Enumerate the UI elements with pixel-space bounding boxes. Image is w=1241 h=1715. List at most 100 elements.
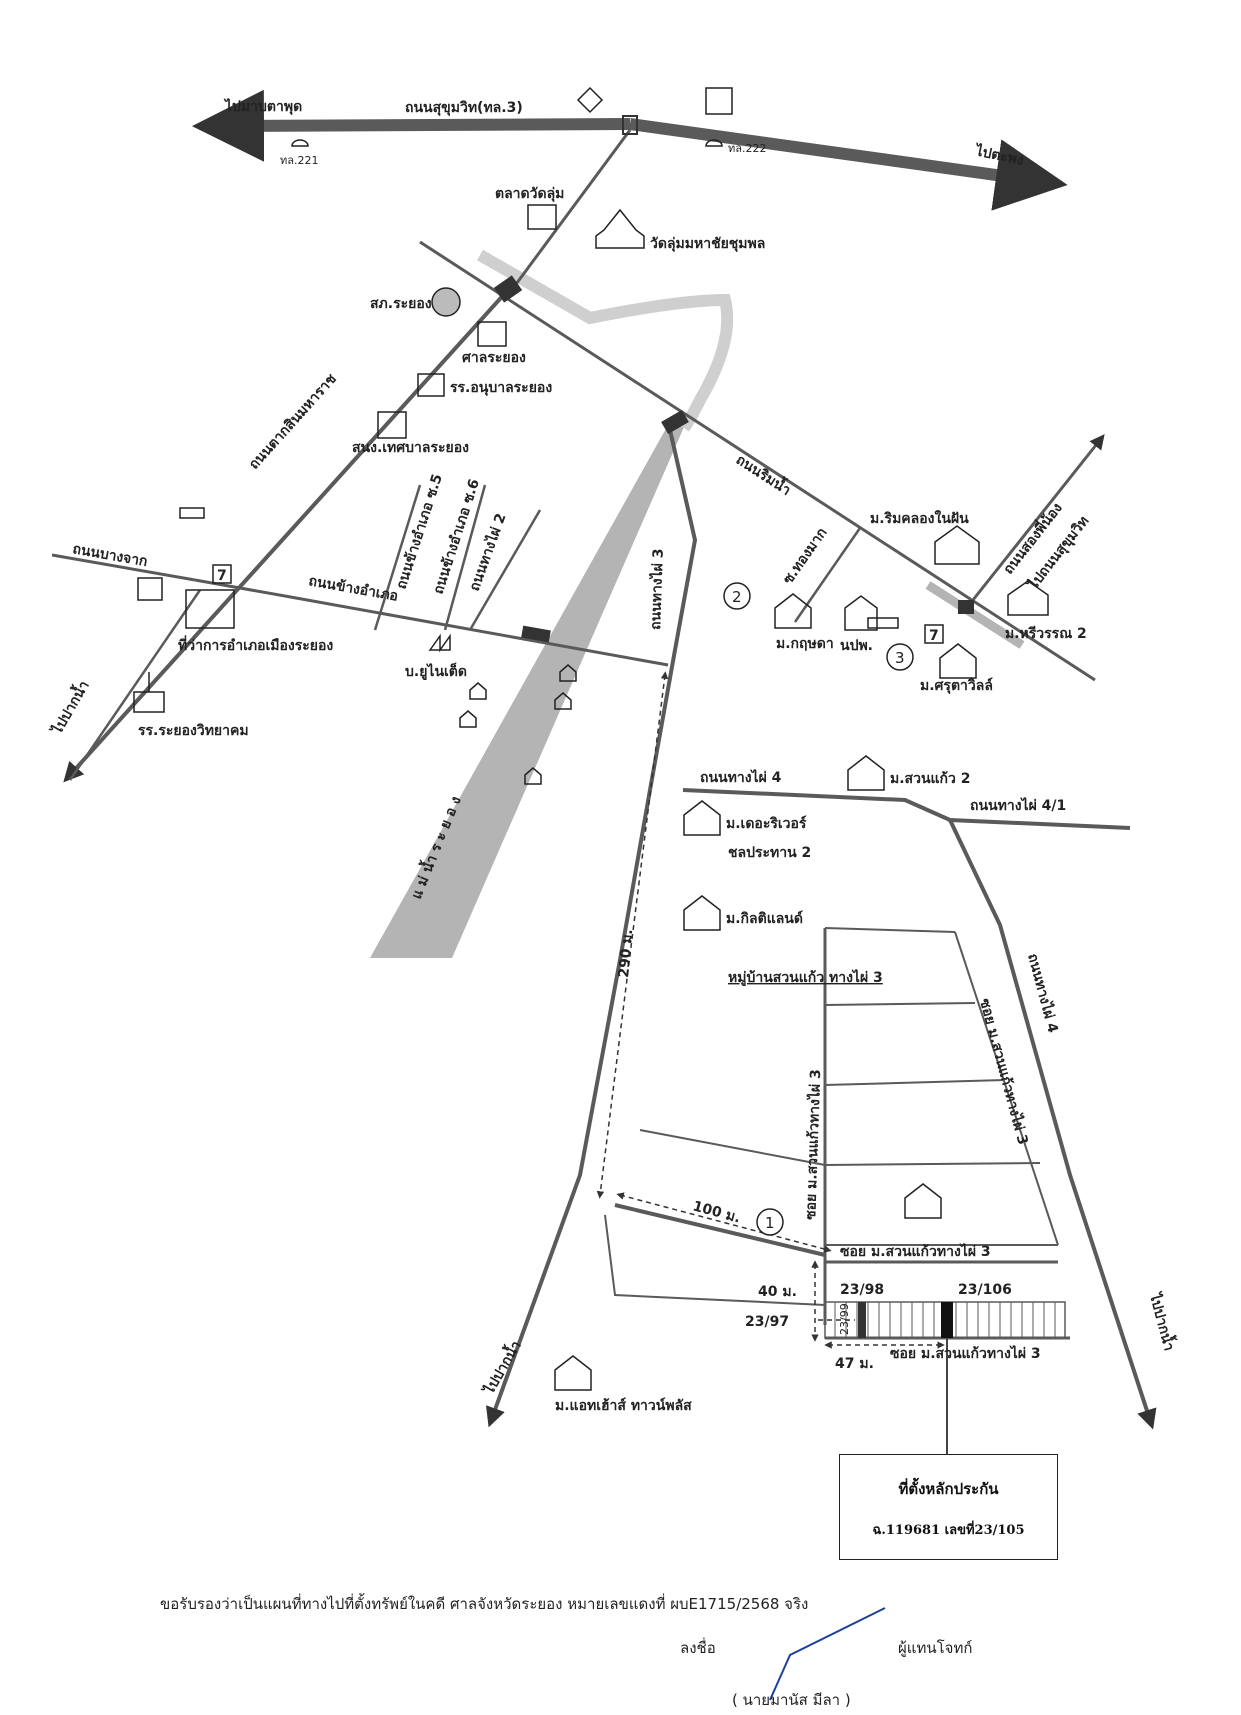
label-thang-phai-2: ถนนทางไผ่ 2 — [465, 511, 510, 594]
label-thong-mak: ซ.ทองมาก — [780, 525, 830, 587]
plot-line-2 — [824, 1079, 1006, 1086]
label-thang-phai-4: ถนนทางไผ่ 4 — [700, 768, 782, 786]
house-icon-small-5 — [524, 767, 542, 785]
sign-label: ลงชื่อ — [680, 1639, 716, 1657]
school-icon — [417, 373, 445, 397]
signature-stroke — [769, 1607, 886, 1701]
seven-eleven-west-icon — [212, 564, 232, 584]
marker-3-label: 3 — [895, 649, 905, 667]
label-rim-khlong: ม.ริมคลองในฝัน — [870, 509, 969, 527]
label-united: บ.ยูไนเต็ด — [405, 662, 467, 680]
label-chonprathan: ชลประทาน 2 — [728, 845, 811, 861]
soi-khang-amphoe-5 — [373, 484, 422, 631]
village-top-edge — [824, 927, 956, 933]
label-npw: นปพ. — [840, 638, 873, 654]
label-taksin: ถนนตากสินมหาราช — [246, 371, 340, 473]
factory-icon-united — [428, 633, 451, 653]
junction-wat-lum — [493, 275, 523, 303]
signer-name: ( นายมานัส มีลา ) — [732, 1691, 851, 1709]
label-plot-23-99: 23/99 — [838, 1303, 851, 1335]
marker-1-label: 1 — [765, 1214, 775, 1232]
khang-amphoe-road — [194, 578, 669, 667]
house-icon-npw — [844, 595, 878, 631]
junction-song-phi-nong — [958, 600, 974, 614]
house-icon-sirutavil — [939, 643, 977, 679]
house-icon-kilti-land — [683, 895, 721, 931]
plot-west-upper — [639, 1129, 826, 1166]
junction-bridge-south — [521, 625, 551, 643]
label-plot-23-97: 23/97 — [745, 1314, 789, 1330]
house-icon-small-3 — [554, 692, 572, 710]
rim-nam-road — [419, 240, 1096, 682]
distance-post-icon-222 — [705, 139, 723, 147]
label-thang-phai-4-1: ถนนทางไผ่ 4/1 — [970, 796, 1066, 814]
plot-line-3 — [824, 1162, 1041, 1166]
road-labels: ถนนสุขุมวิท(ทล.3) ไปมาบตาพุด ไปตะพง ทล.2… — [45, 97, 1180, 1399]
sukhumvit-road-east — [629, 118, 1068, 211]
diamond-landmark-icon — [576, 86, 604, 114]
plot-west-lower — [604, 1214, 826, 1306]
marker-1-circle — [756, 1208, 784, 1236]
sukhumvit-road — [192, 89, 631, 162]
label-rayong-wittayakom: รร.ระยองวิทยาคม — [138, 723, 249, 739]
label-hariwan: ม.หรีวรรณ 2 — [1005, 626, 1087, 642]
district-office-icon — [185, 589, 235, 629]
river-group — [370, 249, 1025, 958]
label-plot-23-106: 23/106 — [958, 1282, 1012, 1298]
junction-sukhumvit — [622, 115, 638, 135]
house-icon-small-4 — [459, 710, 477, 728]
temple-icon — [595, 208, 645, 249]
taksin-road — [63, 288, 510, 783]
house-icon-suan-kaeo-2 — [847, 755, 885, 791]
house-icon-village — [904, 1183, 942, 1219]
river-north-stream — [477, 249, 734, 432]
house-icon-kritsada — [774, 593, 812, 629]
village-east-edge — [954, 931, 1059, 1246]
court-icon — [477, 321, 507, 347]
label-thang-phai-3: ถนนทางไผ่ 3 — [646, 548, 667, 630]
collateral-location-box: ที่ตั้งหลักประกัน ฉ.119681 เลขที่23/105 — [839, 1454, 1058, 1560]
label-soi-suan-kaeo-diag: ซอย ม.สวนแก้วทางไผ่ 3 — [976, 996, 1032, 1146]
thang-phai-4-road — [682, 788, 1131, 830]
label-dist-100: 100 ม. — [691, 1198, 742, 1226]
junctions — [493, 115, 974, 643]
place-labels: ตลาดวัดลุ่ม วัดลุ่มมหาชัยชุมพล สภ.ระยอง … — [138, 186, 1087, 1414]
certification-text: ขอรับรองว่าเป็นแผนที่ทางไปที่ตั้งทรัพย์ใ… — [160, 1595, 809, 1613]
bank-icon-west — [137, 577, 163, 601]
dist-290-line — [596, 671, 669, 1199]
house-icon-small-1 — [559, 664, 577, 682]
plot-line-1 — [824, 1002, 976, 1006]
seven-eleven-west-label: 7 — [217, 568, 227, 584]
plot-23-97-marker — [858, 1302, 866, 1338]
house-icon-at-house — [554, 1355, 592, 1391]
label-rd221: ทล.221 — [280, 154, 318, 167]
label-to-pak-nam-east: ไปปากน้ำ — [1146, 1289, 1181, 1353]
marker-3-circle — [886, 643, 914, 671]
label-talat-wat-lum: ตลาดวัดลุ่ม — [495, 186, 564, 202]
soi-thong-mak — [793, 527, 862, 623]
house-icon-the-river — [683, 800, 721, 836]
collateral-deed: ฉ.119681 เลขที่23/105 — [872, 1523, 1025, 1538]
label-school-anuban: รร.อนุบาลระยอง — [450, 380, 552, 396]
label-village: หมู่บ้านสวนแก้ว ทางไผ่ 3 — [728, 968, 883, 986]
label-soi-suan-kaeo-h2: ซอย ม.สวนแก้วทางไผ่ 3 — [890, 1344, 1041, 1362]
label-to-map-ta-phut: ไปมาบตาพุด — [223, 97, 302, 115]
bang-chak-road — [51, 553, 196, 582]
label-dist-290: 290 ม. — [616, 928, 636, 978]
label-the-river: ม.เดอะริเวอร์ — [726, 815, 807, 832]
bank-icon-npw — [867, 617, 899, 629]
house-icon-rim-khlong — [934, 525, 980, 565]
seven-eleven-east-icon — [924, 624, 944, 644]
label-district-office: ที่ว่าการอำเภอเมืองระยอง — [178, 635, 333, 654]
house-icon-small-2 — [469, 682, 487, 700]
distance-arrows — [596, 671, 945, 1349]
townhouse-dividers — [834, 1302, 1056, 1338]
road-to-wat-lum — [506, 129, 632, 296]
label-to-pak-nam-west: ไปปากน้ำ — [45, 676, 93, 738]
river-ne-stream — [925, 581, 1025, 649]
label-rd222: ทล.222 — [728, 142, 766, 155]
numbered-markers — [723, 582, 914, 1236]
label-kilti-land: ม.กิลติแลนด์ — [726, 910, 803, 927]
label-dist-47: 47 ม. — [835, 1356, 874, 1372]
